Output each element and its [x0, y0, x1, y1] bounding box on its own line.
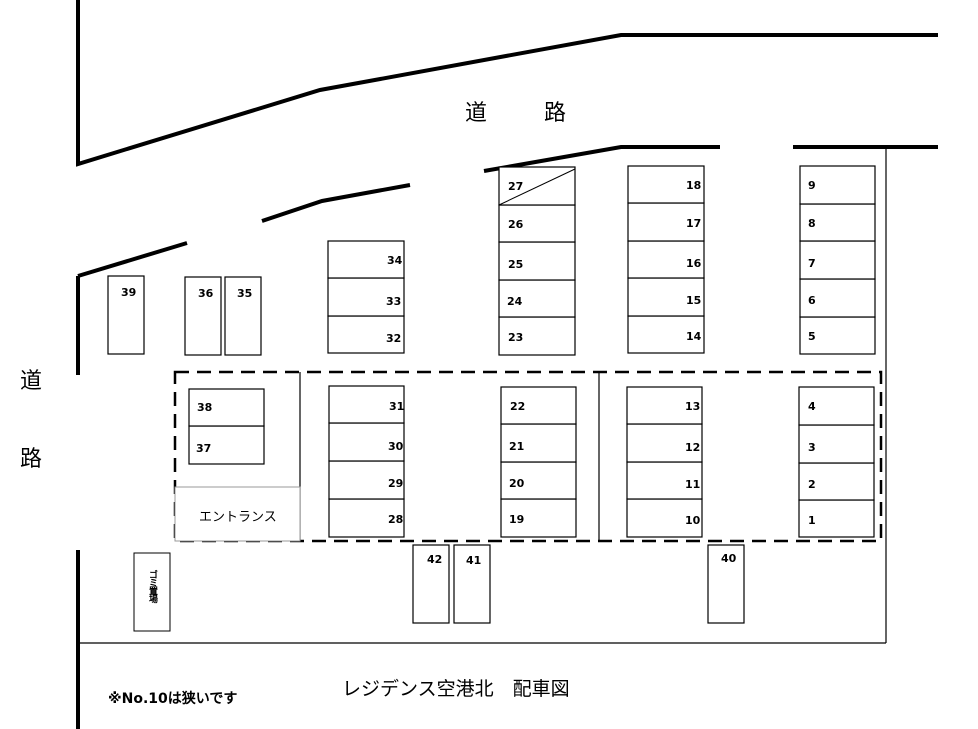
- stall-number-label: 9: [808, 179, 816, 192]
- stall-number-label: 25: [508, 258, 524, 271]
- building-outline: [173, 370, 883, 543]
- parking-stall-39[interactable]: [107, 275, 145, 355]
- stall-number-label: 13: [685, 400, 701, 413]
- stall-number-label: 32: [386, 332, 402, 345]
- parking-stall-25[interactable]: [498, 241, 576, 281]
- stall-number-label: 5: [808, 330, 816, 343]
- stall-number-label: 7: [808, 257, 816, 270]
- parking-stall-33[interactable]: [327, 277, 405, 317]
- stall-number-label: 27: [508, 180, 524, 193]
- garbage-area: [133, 552, 171, 632]
- parking-stall-38[interactable]: [188, 388, 265, 427]
- stall-number-label: 6: [808, 294, 816, 307]
- parking-stall-16[interactable]: [627, 240, 705, 279]
- stall-number-label: 28: [388, 513, 404, 526]
- parking-stall-15[interactable]: [627, 277, 705, 317]
- parking-stall-41[interactable]: [453, 544, 491, 624]
- parking-stall-32[interactable]: [327, 315, 405, 354]
- parking-stall-4[interactable]: [798, 386, 875, 426]
- stall-number-label: 19: [509, 513, 525, 526]
- parking-stall-12[interactable]: [626, 423, 703, 463]
- parking-stall-42[interactable]: [412, 544, 450, 624]
- stall-number-label: 36: [198, 287, 214, 300]
- stall-number-label: 33: [386, 295, 402, 308]
- road-label-top-2: 路: [544, 101, 567, 126]
- stall-number-label: 31: [389, 400, 405, 413]
- stall-number-label: 15: [686, 294, 702, 307]
- parking-stall-3[interactable]: [798, 424, 875, 464]
- property-boundary: [78, 147, 887, 644]
- stall-number-label: 18: [686, 179, 702, 192]
- parking-stall-13[interactable]: [626, 386, 703, 425]
- stall-number-label: 4: [808, 400, 816, 413]
- parking-stall-1[interactable]: [798, 499, 875, 538]
- stall-number-label: 29: [388, 477, 404, 490]
- parking-stall-10[interactable]: [626, 498, 703, 538]
- road-label-top-1: 道: [465, 101, 488, 126]
- parking-stall-31[interactable]: [328, 385, 405, 424]
- stall-number-label: 8: [808, 217, 816, 230]
- parking-stall-6[interactable]: [799, 278, 876, 318]
- page-title: レジデンス空港北 配車図: [342, 678, 570, 700]
- stall-number-label: 23: [508, 331, 524, 344]
- parking-stall-9[interactable]: [799, 165, 876, 205]
- stall-number-label: 22: [510, 400, 526, 413]
- parking-stall-18[interactable]: [627, 165, 705, 204]
- road-label-left-1: 道: [20, 369, 43, 394]
- parking-stall-36[interactable]: [184, 276, 222, 356]
- garbage-area-label: ゴミ置場: [147, 570, 157, 602]
- parking-stall-14[interactable]: [627, 315, 705, 354]
- stall-number-label: 37: [196, 442, 212, 455]
- stall-number-label: 12: [685, 441, 701, 454]
- stall-number-label: 11: [685, 478, 701, 491]
- stall-number-label: 21: [509, 440, 525, 453]
- parking-stall-17[interactable]: [627, 202, 705, 242]
- stall-number-label: 35: [237, 287, 253, 300]
- parking-stall-20[interactable]: [500, 461, 577, 500]
- stall-27-diagonal: [498, 168, 576, 206]
- road-boundaries: [76, 0, 938, 729]
- parking-stall-8[interactable]: [799, 203, 876, 242]
- parking-stall-40[interactable]: [707, 544, 745, 624]
- entrance-area: [174, 486, 301, 542]
- stall-number-label: 14: [686, 330, 702, 343]
- parking-stall-34[interactable]: [327, 240, 405, 279]
- parking-stall-24[interactable]: [498, 279, 576, 318]
- stall-number-label: 1: [808, 514, 816, 527]
- stall-number-label: 40: [721, 552, 737, 565]
- stall-number-label: 38: [197, 401, 213, 414]
- parking-stalls: [107, 165, 876, 624]
- parking-stall-22[interactable]: [500, 386, 577, 425]
- parking-stall-26[interactable]: [498, 204, 576, 243]
- stall-number-label: 26: [508, 218, 524, 231]
- parking-stall-21[interactable]: [500, 423, 577, 463]
- stall-number-label: 34: [387, 254, 403, 267]
- stall-number-label: 30: [388, 440, 404, 453]
- parking-stall-5[interactable]: [799, 316, 876, 355]
- stall-number-label: 2: [808, 478, 816, 491]
- parking-stall-2[interactable]: [798, 462, 875, 501]
- parking-stall-35[interactable]: [224, 276, 262, 356]
- parking-stall-23[interactable]: [498, 316, 576, 356]
- stall-number-label: 41: [466, 554, 482, 567]
- stall-number-label: 24: [507, 295, 523, 308]
- stall-number-label: 10: [685, 514, 701, 527]
- stall-number-label: 16: [686, 257, 702, 270]
- parking-stall-29[interactable]: [328, 460, 405, 500]
- road-label-left-2: 路: [20, 447, 43, 472]
- stall-number-label: 17: [686, 217, 702, 230]
- footnote: ※No.10は狭いです: [108, 691, 238, 707]
- entrance-label: エントランス: [199, 510, 277, 525]
- stall-number-label: 20: [509, 477, 525, 490]
- stall-number-label: 42: [427, 553, 443, 566]
- parking-stall-7[interactable]: [799, 240, 876, 280]
- stall-number-label: 39: [121, 286, 137, 299]
- stall-number-label: 3: [808, 441, 816, 454]
